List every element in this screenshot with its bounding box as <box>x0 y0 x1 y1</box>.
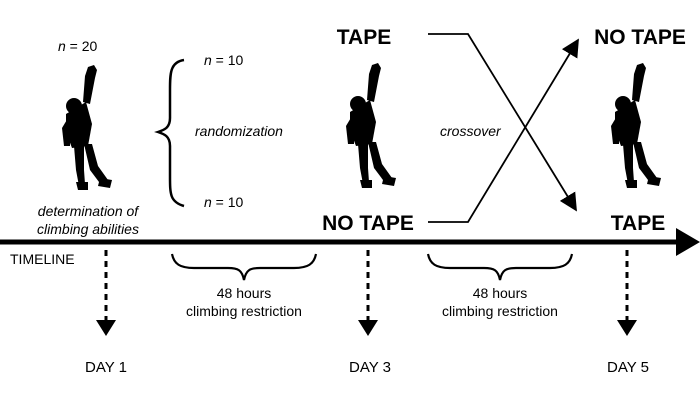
day-1-label: DAY 1 <box>85 359 127 376</box>
climber-silhouette-icon <box>346 63 396 188</box>
determination-line2: climbing abilities <box>37 221 139 237</box>
climber-silhouette-icon <box>62 65 112 190</box>
timeline-arrowhead-icon <box>676 228 700 256</box>
day-3-label: DAY 3 <box>349 359 391 376</box>
restriction-brace-icon <box>426 253 574 281</box>
restriction-2-line1: 48 hours <box>473 285 527 301</box>
restriction-1-line1: 48 hours <box>217 285 271 301</box>
dashed-down-arrow-icon <box>96 250 116 336</box>
random-bottom-n: n = 10 <box>204 194 244 210</box>
crossover-arrows-icon <box>428 33 579 223</box>
restriction-1-line2: climbing restriction <box>186 303 302 319</box>
determination-line1: determination of <box>38 203 141 219</box>
random-top-n: n = 10 <box>204 52 244 68</box>
restriction-2-line2: climbing restriction <box>442 303 558 319</box>
curly-brace-icon <box>154 58 185 208</box>
dashed-down-arrow-icon <box>617 250 637 336</box>
randomization-label: randomization <box>195 123 283 139</box>
timeline-label: TIMELINE <box>10 251 75 267</box>
phase1-top-label: TAPE <box>337 26 391 49</box>
climber-silhouette-icon <box>611 63 661 188</box>
crossover-label: crossover <box>440 123 502 139</box>
phase1-bottom-label: NO TAPE <box>322 212 414 235</box>
phase2-top-label: NO TAPE <box>594 26 686 49</box>
dashed-down-arrow-icon <box>358 250 378 336</box>
phase2-bottom-label: TAPE <box>611 212 665 235</box>
day-5-label: DAY 5 <box>607 359 649 376</box>
restriction-brace-icon <box>170 253 318 281</box>
start-n-label: n = 20 <box>58 38 98 54</box>
